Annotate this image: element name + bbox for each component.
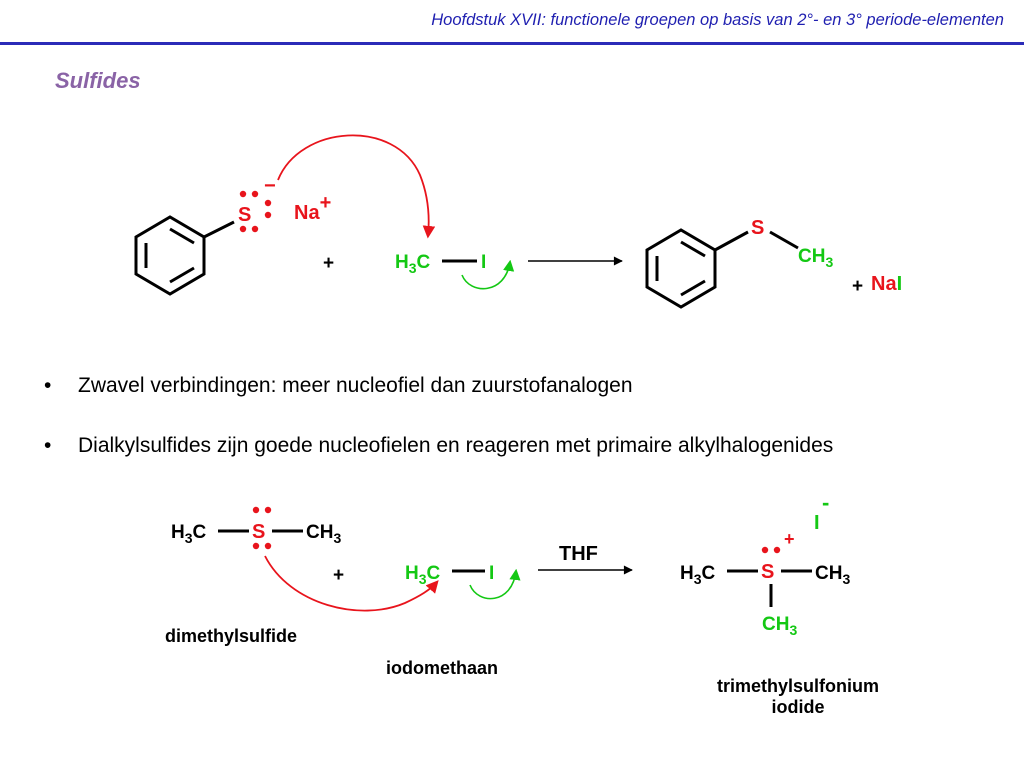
solvent-label: THF bbox=[559, 543, 598, 565]
label-product-line-2: iodide bbox=[771, 697, 825, 717]
svg-text:CH3: CH3 bbox=[306, 522, 341, 546]
svg-text:H3C: H3C bbox=[405, 563, 441, 587]
plus-sign: + bbox=[323, 253, 334, 274]
thiophenolate-molecule: S − Na+ bbox=[134, 175, 331, 296]
positive-charge: + bbox=[784, 529, 795, 549]
bullet-item: •Zwavel verbindingen: meer nucleofiel da… bbox=[44, 374, 633, 397]
nucleophilic-attack-arrow bbox=[264, 555, 439, 612]
chapter-header: Hoofdstuk XVII: functionele groepen op b… bbox=[431, 11, 1004, 29]
iodomethane-2: H3C I bbox=[405, 563, 494, 587]
label-product-line-1: trimethylsulfonium bbox=[716, 676, 879, 696]
svg-text:CH3: CH3 bbox=[815, 563, 850, 587]
bullet-item: •Dialkylsulfides zijn goede nucleofielen… bbox=[44, 434, 834, 457]
lone-pair-dots bbox=[761, 546, 781, 554]
iodide-ion: I- bbox=[814, 490, 829, 534]
sulfur-atom: S bbox=[751, 217, 764, 239]
lone-pair-dots bbox=[252, 506, 272, 550]
methyl-group: CH3 bbox=[798, 246, 833, 270]
label-iodomethane: iodomethaan bbox=[386, 658, 499, 678]
negative-charge: − bbox=[264, 175, 276, 197]
sulfur-atom: S bbox=[238, 204, 251, 226]
sodium-iodide: NaI bbox=[871, 273, 902, 295]
label-product: trimethylsulfonium iodide bbox=[688, 676, 908, 718]
slide-title: Sulfides bbox=[55, 68, 141, 93]
sodium-ion: Na+ bbox=[294, 192, 331, 224]
benzene-ring bbox=[134, 215, 206, 296]
lone-pair-dots bbox=[239, 190, 272, 233]
label-dimethylsulfide: dimethylsulfide bbox=[165, 626, 298, 646]
nucleophilic-attack-arrow bbox=[277, 134, 436, 239]
svg-text:H3C: H3C bbox=[680, 563, 716, 587]
benzene-ring bbox=[645, 228, 717, 309]
plus-sign: + bbox=[333, 565, 344, 586]
plus-sign: + bbox=[852, 276, 863, 297]
iodomethane-1: H3C I bbox=[395, 252, 486, 276]
iodine-atom: I bbox=[481, 252, 486, 273]
c-s-bond bbox=[203, 220, 235, 239]
iodine-atom: I bbox=[489, 563, 494, 584]
header-rule bbox=[0, 42, 1024, 45]
trimethylsulfonium-iodide: I- H3C S + CH3 CH3 bbox=[680, 490, 850, 638]
dimethylsulfide-molecule: H3C S CH3 bbox=[171, 506, 341, 550]
bullet-text: Dialkylsulfides zijn goede nucleofielen … bbox=[78, 434, 834, 457]
svg-text:CH3: CH3 bbox=[762, 614, 797, 638]
sulfur-atom: S bbox=[252, 521, 265, 543]
svg-text:H3C: H3C bbox=[395, 252, 431, 276]
thioanisole-molecule: S CH3 bbox=[645, 217, 833, 309]
svg-text:H3C: H3C bbox=[171, 522, 207, 546]
leaving-group-arrow bbox=[469, 568, 521, 600]
sulfur-atom: S bbox=[761, 561, 774, 583]
bullet-text: Zwavel verbindingen: meer nucleofiel dan… bbox=[78, 374, 633, 397]
leaving-group-arrow bbox=[461, 259, 515, 290]
